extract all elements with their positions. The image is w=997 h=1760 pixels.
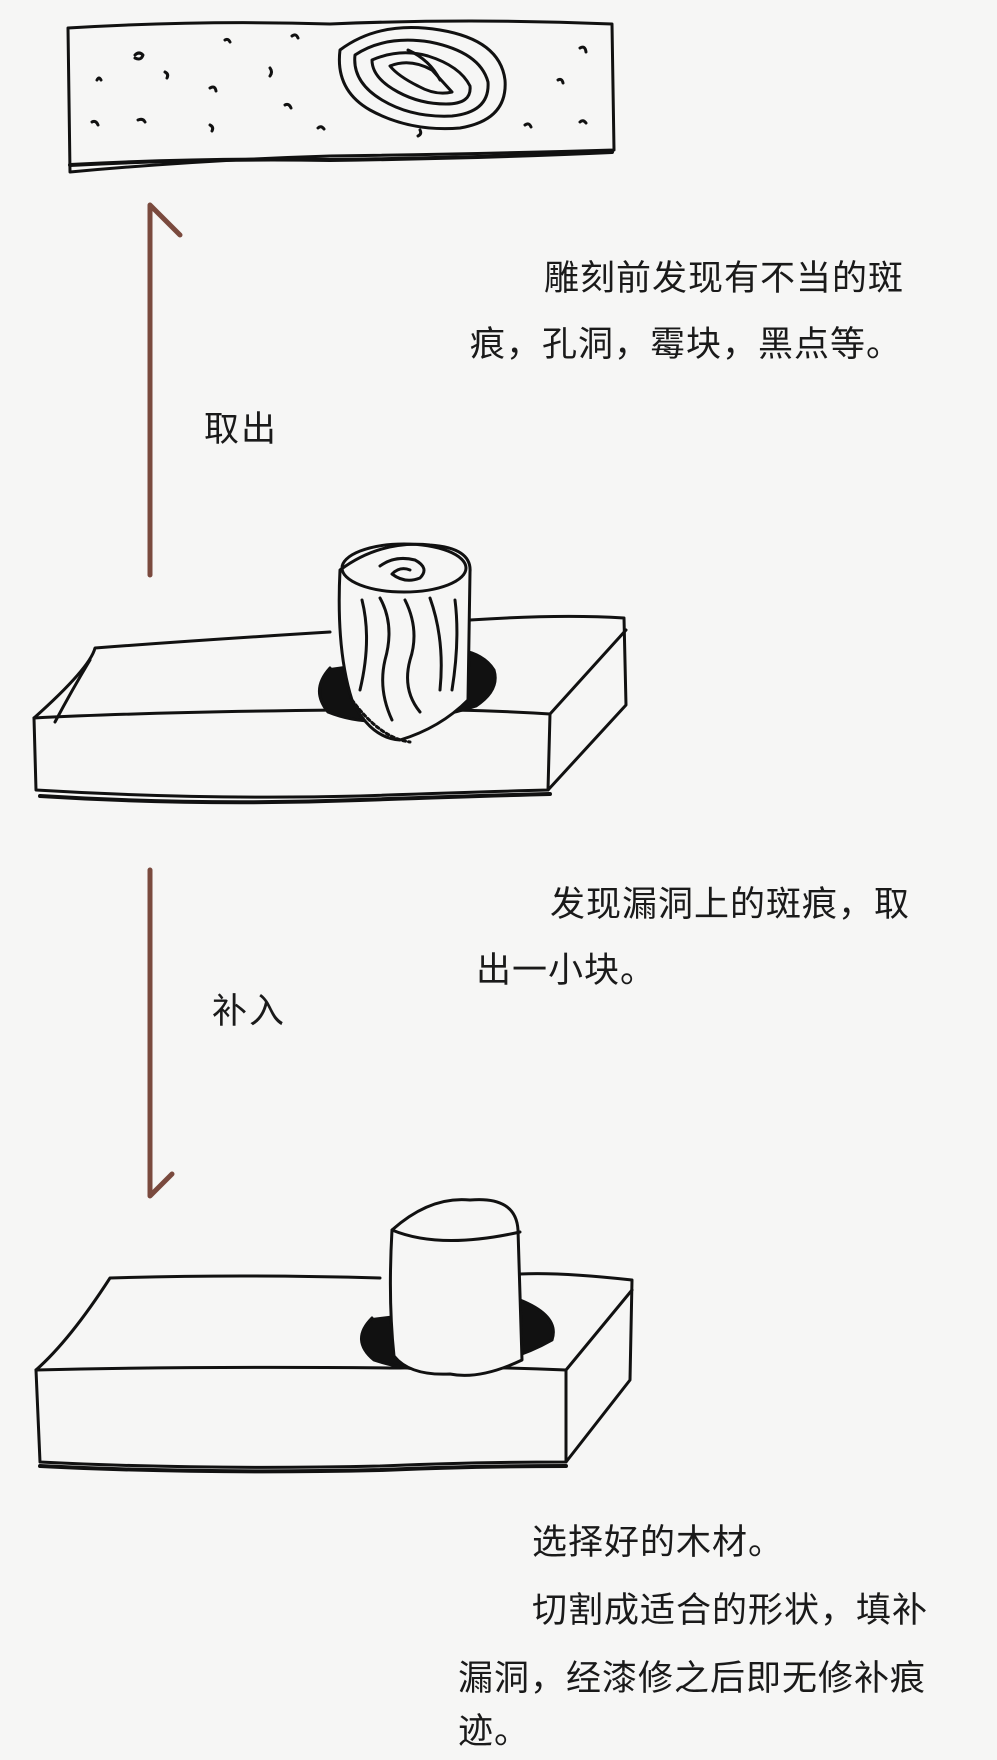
third-note-line1: 选择好的木材。 — [532, 1523, 785, 1563]
wood-plank-top — [66, 19, 616, 174]
second-note-line2: 出一小块。 — [476, 951, 657, 991]
third-note-line3: 漏洞，经漆修之后即无修补痕 — [458, 1659, 927, 1699]
wood-block-bottom — [34, 1198, 634, 1474]
second-note-line1: 发现漏洞上的斑痕，取 — [550, 885, 911, 925]
remove-label: 取出 — [204, 410, 279, 450]
first-note-line2: 痕，孔洞，霉块，黑点等。 — [470, 325, 903, 365]
third-note-line4: 迹。 — [458, 1712, 531, 1752]
wood-block-middle — [32, 542, 628, 805]
fill-label: 补入 — [212, 992, 287, 1032]
fill-arrow — [147, 867, 175, 1199]
third-note-line2: 切割成适合的形状，填补 — [532, 1591, 929, 1631]
remove-arrow — [147, 202, 183, 578]
first-note-line1: 雕刻前发现有不当的斑 — [544, 259, 905, 299]
